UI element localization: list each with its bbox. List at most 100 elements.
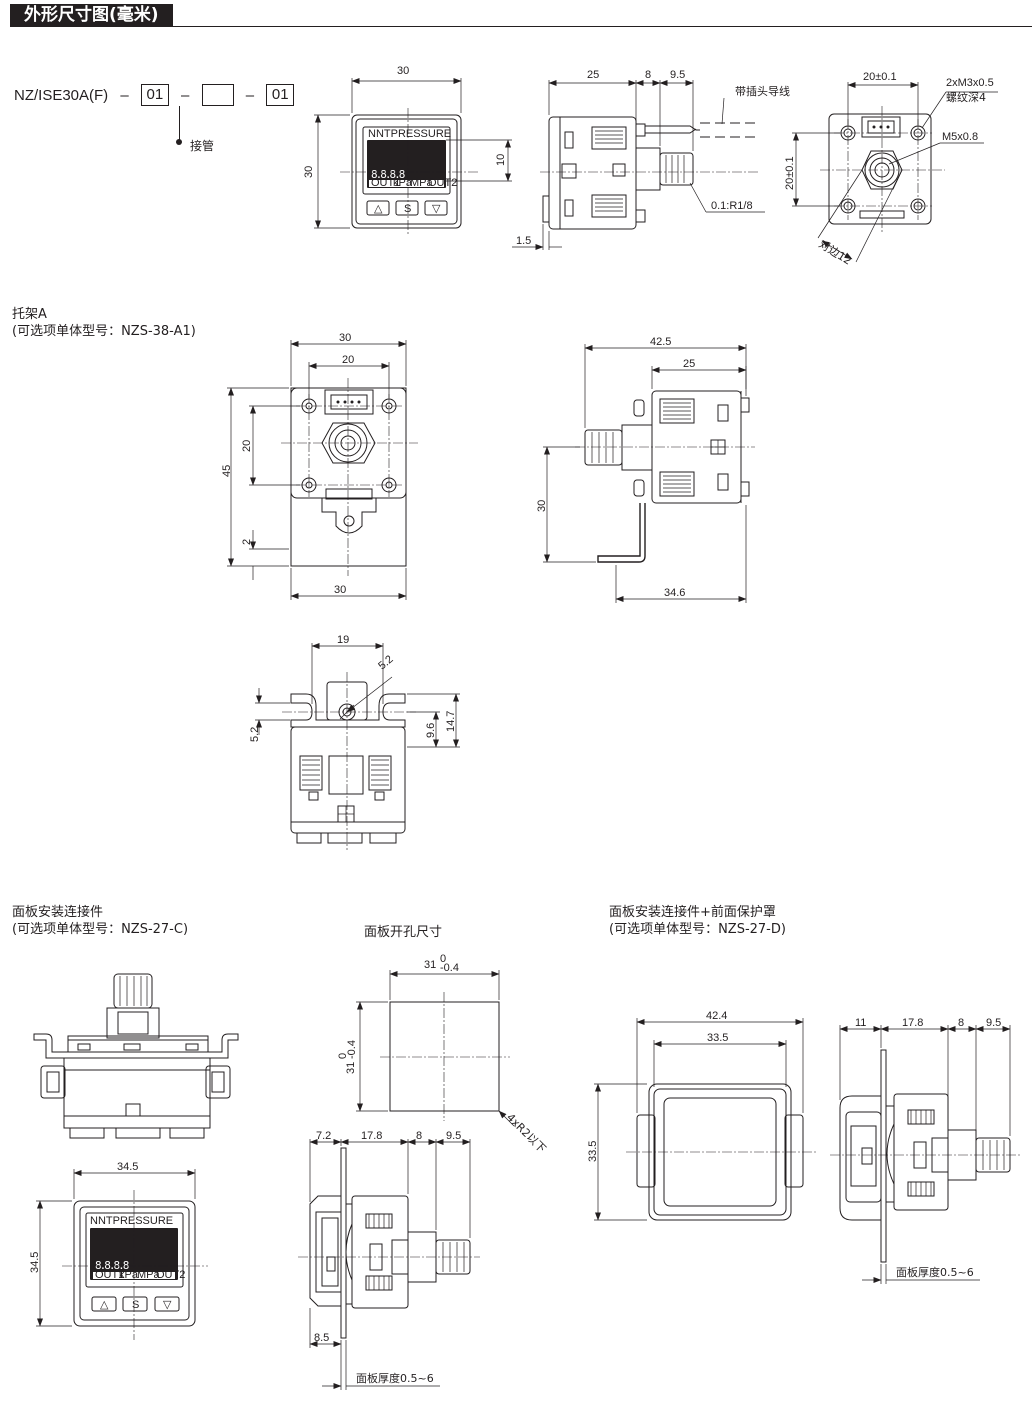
- panel-adapter-front-view: NNTPRESSURE 8.8.8.8 OUT1 kPa MPa OUT2 △ …: [29, 1161, 208, 1340]
- dim-cut-w: 31: [424, 959, 436, 971]
- dim-ps-95: 9.5: [446, 1130, 461, 1142]
- dim-cut-w-tol-up: 0: [440, 953, 446, 965]
- dim-pc-335: 33.5: [707, 1032, 728, 1044]
- section-title: 外形尺寸图(毫米): [10, 4, 173, 26]
- dim-bt-52a: 5.2: [376, 653, 395, 672]
- model-code: NZ/ISE30A(F) – 01 – – 01: [14, 84, 295, 106]
- caption-panel-cover: 面板安装连接件+前面保护罩 (可选项单体型号：NZS-27-D): [609, 904, 786, 938]
- side-lead-label: 带插头导线: [735, 84, 790, 98]
- dim-cut-h-tol-up: 0: [337, 1053, 349, 1059]
- dim-front-h: 30: [303, 166, 315, 178]
- dim-ps-thk: 面板厚度0.5~6: [356, 1371, 434, 1385]
- panel-cutout-view: 31 0 -0.4 31 0 -0.4 4xR2以下: [337, 953, 549, 1156]
- dim-bs-25: 25: [683, 358, 695, 370]
- side-view: 带插头导线 0.1:R1/8 25 8 9.5 1.5: [512, 69, 790, 250]
- adapter-btn-s: S: [132, 1299, 139, 1311]
- caption-panel-adapter-title: 面板安装连接件: [12, 905, 104, 920]
- model-leader: [179, 106, 180, 142]
- rear-m3-depth: 螺纹深4: [946, 90, 986, 104]
- dim-pcs-8: 8: [958, 1017, 964, 1029]
- dim-bt-147: 14.7: [445, 711, 457, 732]
- model-option-3: 01: [266, 84, 295, 106]
- dim-cut-w-tol-dn: -0.4: [440, 962, 459, 974]
- dim-ba-w-in: 20: [342, 354, 354, 366]
- adapter-brand: NNTPRESSURE: [90, 1215, 173, 1227]
- caption-panel-adapter: 面板安装连接件 (可选项单体型号：NZS-27-C): [12, 904, 188, 938]
- caption-panel-cutout: 面板开孔尺寸: [364, 925, 443, 940]
- rear-view: 20±0.1 20±0.1 2xM3x0.5 螺纹深4 M5x0.8 对边12: [784, 71, 998, 268]
- dim-bt-96: 9.6: [425, 723, 437, 738]
- adapter-btn-up: △: [100, 1299, 109, 1311]
- dim-side-95: 9.5: [670, 69, 685, 81]
- front-digits: 8.8.8.8: [371, 168, 405, 181]
- dim-side-8: 8: [645, 69, 651, 81]
- adapter-unit-3: MPa: [137, 1269, 161, 1281]
- dim-rear-w: 20±0.1: [863, 71, 897, 83]
- front-unit-3: MPa: [410, 177, 434, 189]
- adapter-unit-4: OUT2: [156, 1269, 185, 1281]
- model-leader-dot: [176, 139, 182, 145]
- dim-bt-19: 19: [337, 634, 349, 646]
- front-brand: NNTPRESSURE: [368, 128, 451, 140]
- dim-pcs-11: 11: [855, 1017, 866, 1029]
- front-btn-s: S: [404, 203, 411, 215]
- caption-panel-adapter-part: (可选项单体型号：NZS-27-C): [12, 922, 189, 937]
- dim-pc-335h: 33.5: [587, 1141, 599, 1162]
- dim-bs-425: 42.5: [650, 336, 671, 348]
- caption-bracket-a-part: (可选项单体型号：NZS-38-A1): [12, 324, 196, 339]
- bracket-a-top-view: 19 5.2 5.2 9.6 14.7: [249, 634, 460, 850]
- dim-pc-424: 42.4: [706, 1010, 727, 1022]
- dim-front-w: 30: [397, 65, 409, 77]
- dim-ps-72: 7.2: [316, 1130, 331, 1142]
- adapter-btn-down: ▽: [163, 1299, 172, 1311]
- dim-cut-h: 31: [345, 1062, 357, 1074]
- dim-pcs-178: 17.8: [902, 1017, 923, 1029]
- front-btn-down: ▽: [432, 203, 441, 215]
- adapter-digits: 8.8.8.8: [95, 1259, 129, 1272]
- title-rule: [10, 26, 1032, 27]
- rear-m5-label: M5x0.8: [942, 131, 978, 143]
- dim-ps-85: 8.5: [314, 1332, 329, 1344]
- caption-panel-cover-title: 面板安装连接件+前面保护罩: [609, 905, 776, 920]
- front-unit-4: OUT2: [428, 177, 457, 189]
- dim-pa-345h: 34.5: [29, 1252, 41, 1273]
- panel-cover-side-view: 11 17.8 8 9.5 面板厚度0.5~6: [830, 1017, 1020, 1284]
- dim-front-win: 10: [495, 154, 507, 166]
- dim-ba-w-bot: 30: [334, 584, 346, 596]
- front-view: NNTPRESSURE 8.8.8.8 OUT1 kPa MPa OUT2 △ …: [303, 65, 512, 236]
- bracket-a-side-view: 42.5 25 30 34.6: [536, 336, 755, 603]
- dim-cut-h-tol-dn: -0.4: [346, 1040, 358, 1059]
- rear-hex-label: 对边12: [816, 237, 854, 268]
- caption-panel-cover-part: (可选项单体型号：NZS-27-D): [609, 922, 786, 937]
- model-option-2: [201, 84, 234, 106]
- model-sep-1: –: [120, 86, 129, 104]
- dim-ps-178: 17.8: [361, 1130, 382, 1142]
- caption-bracket-a-title: 托架A: [12, 307, 47, 322]
- dim-pcs-95: 9.5: [986, 1017, 1001, 1029]
- front-btn-up: △: [374, 203, 383, 215]
- dim-bs-346: 34.6: [664, 587, 685, 599]
- front-unit-1: OUT1: [371, 177, 400, 189]
- dim-side-25: 25: [587, 69, 599, 81]
- dim-rear-h: 20±0.1: [784, 156, 796, 190]
- dim-side-15: 1.5: [516, 235, 531, 247]
- dim-pcs-thk: 面板厚度0.5~6: [896, 1265, 974, 1279]
- panel-adapter-iso-view: [33, 973, 239, 1139]
- dim-cut-r: 4xR2以下: [504, 1111, 549, 1156]
- model-sep-2: –: [181, 86, 190, 104]
- caption-bracket-a: 托架A (可选项单体型号：NZS-38-A1): [12, 306, 196, 340]
- adapter-unit-1: OUT1: [95, 1269, 124, 1281]
- model-note: 接管: [190, 139, 215, 153]
- model-sep-3: –: [245, 86, 255, 104]
- side-port-label: 0.1:R1/8: [711, 200, 753, 212]
- dim-bs-30: 30: [536, 500, 548, 512]
- model-base: NZ/ISE30A(F): [14, 86, 109, 104]
- panel-adapter-side-view: 7.2 17.8 8 9.5 8.5 面板厚度0.5~6: [298, 1130, 480, 1390]
- dim-ba-2: 2: [241, 539, 253, 545]
- adapter-unit-2: kPa: [119, 1269, 139, 1281]
- model-option-1: 01: [140, 84, 169, 106]
- dim-pa-345w: 34.5: [117, 1161, 138, 1173]
- dim-ps-8: 8: [416, 1130, 422, 1142]
